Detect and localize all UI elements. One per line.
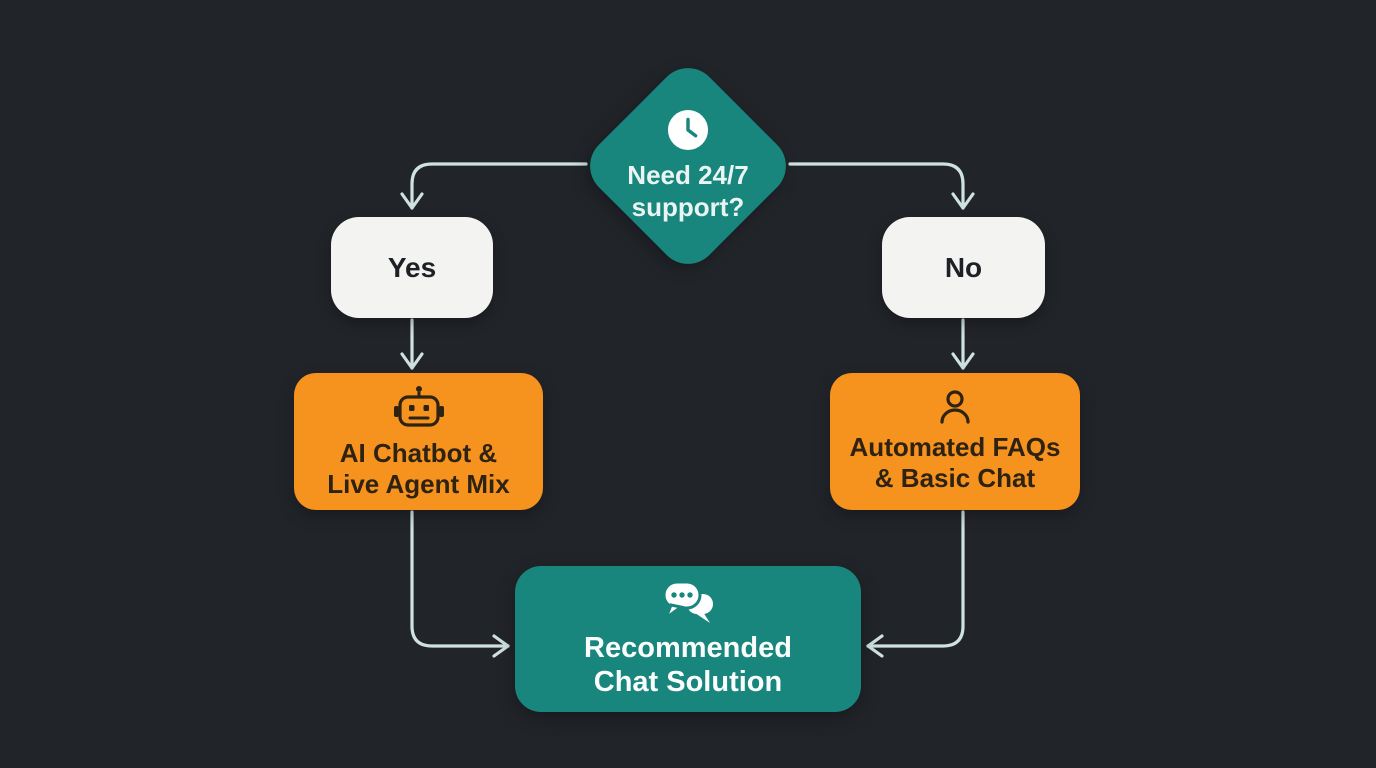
result-label-line2: Chat Solution [593,665,783,698]
result-label-line1: Recommended [584,631,792,664]
chat-dots [671,591,693,598]
chat-bubbles-icon [662,580,713,623]
arrow-outcome-yes-to-result [410,510,510,658]
arrow-outcome-no-to-result [866,510,965,658]
branch-no-label: No [944,251,983,283]
branch-yes-label: Yes [387,251,437,283]
result-node: Recommended Chat Solution [515,566,861,712]
robot-icon [393,385,444,427]
decision-label-line2: support? [631,192,745,222]
outcome-no-node: Automated FAQs & Basic Chat [830,373,1080,510]
outcome-yes-label-line2: Live Agent Mix [327,468,510,499]
arrow-decision-to-yes [400,162,588,210]
branch-no-node: No [882,217,1045,318]
clock-icon [667,109,709,151]
decision-node: Need 24/7 support? [577,55,799,277]
outcome-no-label-line1: Automated FAQs [849,431,1061,462]
outcome-yes-node: AI Chatbot & Live Agent Mix [294,373,543,510]
outcome-yes-label-line1: AI Chatbot & [339,437,498,468]
outcome-no-label-line2: & Basic Chat [874,462,1036,493]
person-icon [940,389,970,424]
decision-content: Need 24/7 support? [582,109,794,223]
decision-label-line1: Need 24/7 [627,160,749,190]
branch-yes-node: Yes [331,217,493,318]
arrow-decision-to-no [788,162,975,210]
